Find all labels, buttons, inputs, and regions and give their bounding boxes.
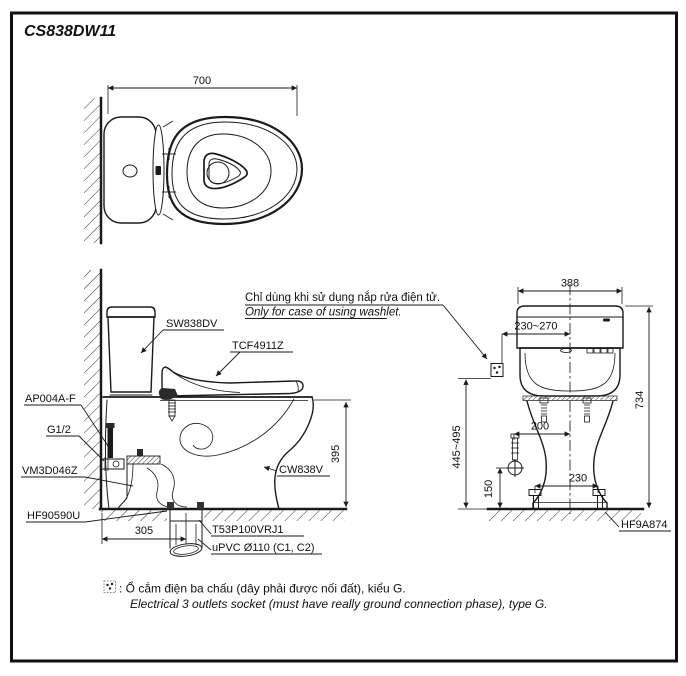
pad-bolt — [137, 449, 143, 456]
page-border — [10, 11, 678, 663]
socket-height-dim: 445~495 — [451, 425, 463, 468]
legend-en: Electrical 3 outlets socket (must have r… — [130, 597, 548, 611]
top-width-dim: 700 — [193, 75, 211, 87]
drain-pipe — [169, 508, 203, 557]
water-surface-outer — [203, 152, 248, 190]
washlet-note-en: Only for case of using washlet. — [245, 307, 402, 319]
sump-pool — [206, 161, 230, 185]
top-view: 700 — [84, 75, 304, 245]
inlet-label: AP004A-F — [25, 393, 76, 405]
page-title: CS838DW11 — [24, 23, 116, 40]
washlet-profile — [161, 366, 304, 397]
tank-plan — [103, 116, 157, 224]
gasket-label: HF90590U — [27, 510, 80, 522]
hose-right — [582, 397, 592, 423]
valve-height-dim: 150 — [483, 480, 495, 498]
shutoff-valve — [506, 433, 524, 477]
front-width-dim: 388 — [561, 278, 579, 290]
joint-label: T53P100VRJ1 — [212, 524, 284, 536]
seat-opening — [186, 133, 272, 209]
front-height-dim: 734 — [634, 391, 646, 409]
mount-pad — [126, 455, 161, 465]
tank-label: SW838DV — [166, 318, 218, 330]
washlet-buttons — [586, 348, 614, 354]
supply-riser — [107, 428, 113, 458]
lid-sensor — [560, 348, 572, 353]
legend: : Ổ cắm điện ba chấu (dây phải được nối … — [103, 580, 548, 611]
floor-hatch-side-right — [204, 510, 345, 521]
flange-seal-right — [197, 502, 204, 509]
thread-label: G1/2 — [47, 424, 71, 436]
side-view: 395 305 SW838DV TCF4911Z CW838V AP004A-F… — [21, 268, 351, 557]
bowl-front — [274, 396, 314, 510]
tank-body-side — [107, 316, 155, 393]
socket-offset-dim: 230~270 — [514, 321, 557, 333]
washlet-note: Chỉ dùng khi sử dụng nắp rửa điện tử. On… — [245, 291, 488, 360]
tank-logo — [603, 318, 610, 322]
tank-lid-side — [106, 306, 156, 318]
hinge-center — [155, 166, 161, 175]
supply-offset-dim: 200 — [531, 421, 549, 433]
seat-hinge-side — [158, 388, 178, 400]
socket-symbol — [103, 580, 116, 593]
floor-hatch-front — [489, 510, 641, 521]
wall-hatch-side — [84, 270, 101, 509]
lid-edge — [171, 121, 298, 220]
pipe-label: uPVC Ø110 (C1, C2) — [212, 542, 315, 554]
washlet-supply-thread — [168, 399, 176, 422]
bowl-outline — [165, 115, 304, 226]
tank-button — [122, 164, 138, 178]
pedestal-right — [592, 400, 614, 509]
tank-front — [516, 305, 624, 349]
roughin-dim: 305 — [135, 525, 153, 537]
bolt-pitch-dim: 230 — [569, 473, 587, 485]
front-view: 388 230~270 734 445~495 200 230 150 HF9A… — [451, 278, 671, 532]
valve-label: VM3D046Z — [22, 465, 78, 477]
washlet-note-leader — [442, 304, 488, 360]
washlet-note-vi: Chỉ dùng khi sử dụng nắp rửa điện tử. — [245, 291, 440, 304]
flange-seal-left — [167, 502, 174, 509]
bowl-back — [104, 399, 110, 510]
legend-vi: : Ổ cắm điện ba chấu (dây phải được nối … — [119, 581, 406, 596]
hose-left — [539, 397, 549, 423]
stop-valve — [100, 457, 125, 471]
seat-height-dim: 395 — [330, 445, 342, 463]
flange-label: HF9A874 — [621, 519, 667, 531]
seat-ring-strip — [522, 395, 618, 401]
wall-hatch-top — [84, 98, 101, 243]
pedestal-left — [526, 400, 548, 509]
bowl-label: CW838V — [279, 464, 324, 476]
washlet-label: TCF4911Z — [232, 340, 284, 352]
side-labels: SW838DV TCF4911Z CW838V AP004A-F G1/2 VM… — [21, 318, 330, 555]
electrical-socket — [490, 363, 504, 377]
